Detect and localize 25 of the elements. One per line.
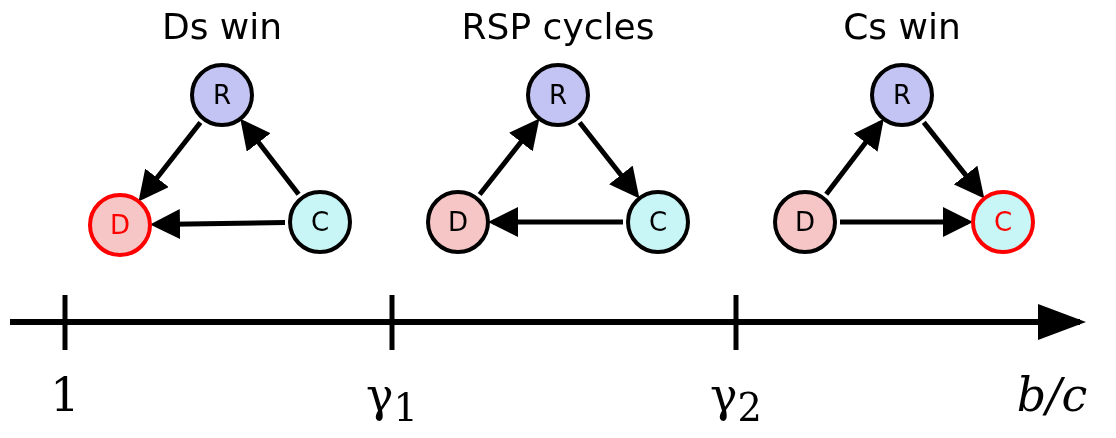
arrow [840,207,973,237]
arrow [921,120,985,199]
arrow [824,118,884,196]
strategy-circle: R [870,63,934,127]
strategy-circle: D [426,190,490,254]
arrow [240,118,301,196]
tick-label: 1 [50,368,80,422]
title-text: RSP cycles [461,6,655,47]
tick-label: γ$_{1}$ [366,368,418,431]
arrow [138,121,203,202]
strategy-circle: D [88,193,152,257]
strategy-circle: C [971,190,1035,254]
arrow [150,209,286,240]
arrow [488,207,623,237]
tick-label: γ$_{2}$ [710,368,762,431]
arrow [477,118,540,197]
strategy-circle: D [773,190,837,254]
title-text: Cs win [843,6,961,47]
strategy-circle: C [288,190,352,254]
title-text: Ds win [161,6,283,47]
axis-label: b/c [1016,368,1088,422]
strategy-circle: C [626,190,690,254]
strategy-circle: R [190,63,254,127]
arrow [577,120,640,199]
strategy-circle: R [526,63,590,127]
